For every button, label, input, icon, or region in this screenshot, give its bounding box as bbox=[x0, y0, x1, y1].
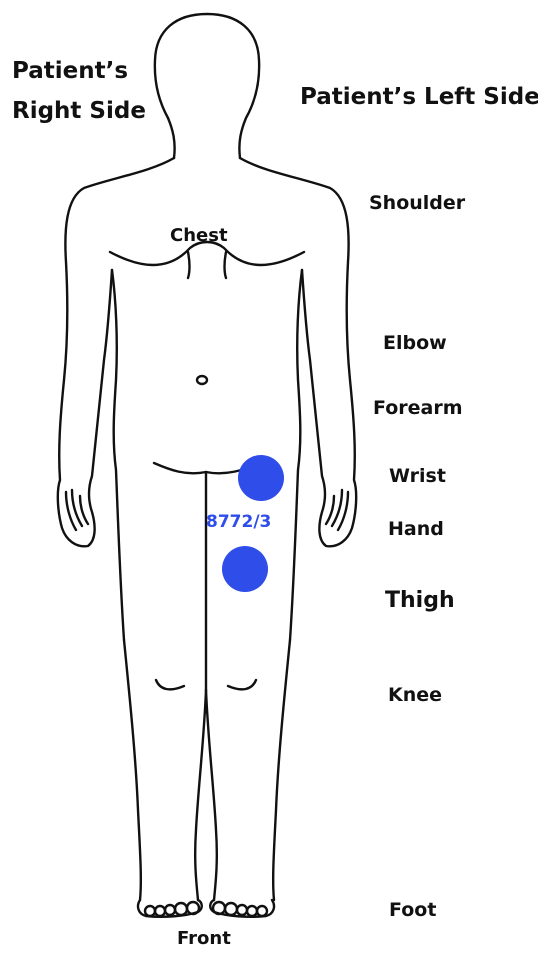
right-knee bbox=[228, 680, 256, 689]
right-fingers bbox=[326, 490, 348, 530]
left-toe bbox=[165, 905, 175, 915]
right-toe bbox=[257, 906, 267, 916]
left-knee bbox=[156, 680, 184, 689]
knee-label: Knee bbox=[388, 685, 442, 707]
right-side-title-line2: Right Side bbox=[12, 98, 146, 124]
right-toe bbox=[237, 905, 247, 915]
elbow-label: Elbow bbox=[383, 333, 447, 355]
forearm-label: Forearm bbox=[373, 398, 463, 420]
left-fingers bbox=[66, 490, 88, 530]
neck-left-line bbox=[168, 118, 175, 158]
left-leg-outline bbox=[124, 640, 141, 900]
left-toe bbox=[145, 906, 155, 916]
front-label: Front bbox=[177, 929, 231, 950]
thigh-label: Thigh bbox=[385, 588, 455, 613]
left-side-title: Patient’s Left Side bbox=[300, 84, 538, 110]
chest-label: Chest bbox=[170, 226, 228, 247]
chest-mid-2 bbox=[225, 252, 227, 278]
shoulder-label: Shoulder bbox=[369, 193, 465, 215]
torso-left-side bbox=[112, 270, 124, 640]
right-leg-inner bbox=[206, 690, 217, 900]
hand-label: Hand bbox=[388, 519, 444, 541]
navel bbox=[197, 376, 207, 384]
chest-mid bbox=[188, 252, 190, 278]
right-side-title-line1: Patient’s bbox=[12, 58, 128, 84]
marker-code-label: 8772/3 bbox=[206, 512, 271, 532]
right-toe bbox=[247, 906, 257, 916]
location-marker-upper[interactable] bbox=[238, 455, 284, 501]
left-toe bbox=[175, 903, 187, 915]
right-leg-outline bbox=[273, 640, 290, 900]
foot-label: Foot bbox=[389, 900, 436, 922]
left-leg-inner bbox=[195, 690, 206, 900]
wrist-label: Wrist bbox=[389, 466, 446, 488]
torso-right-side bbox=[290, 270, 302, 640]
location-marker-lower[interactable] bbox=[222, 546, 268, 592]
head-outline bbox=[155, 14, 259, 158]
left-toe bbox=[155, 906, 165, 916]
right-toe bbox=[225, 903, 237, 915]
